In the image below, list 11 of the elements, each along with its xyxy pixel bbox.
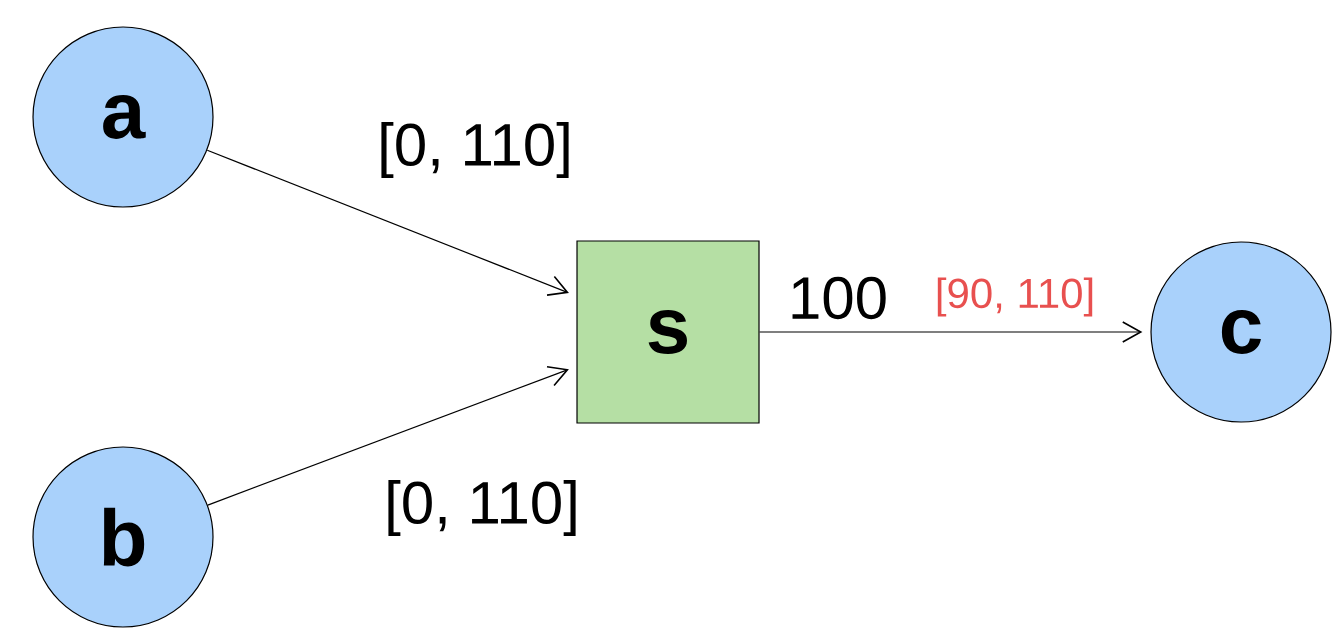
edge-label: [0, 110]	[382, 478, 582, 538]
arrow	[206, 149, 569, 296]
range-label: [90, 110]	[937, 277, 1093, 317]
circle-node: c	[1150, 241, 1332, 423]
edge-label: [0, 110]	[375, 120, 575, 180]
circle-node: a	[32, 26, 214, 208]
arrow	[759, 321, 1143, 343]
circle-node: b	[32, 446, 214, 628]
square-node: s	[576, 240, 760, 424]
arrow	[207, 365, 569, 506]
edge-label: 100	[785, 274, 891, 322]
